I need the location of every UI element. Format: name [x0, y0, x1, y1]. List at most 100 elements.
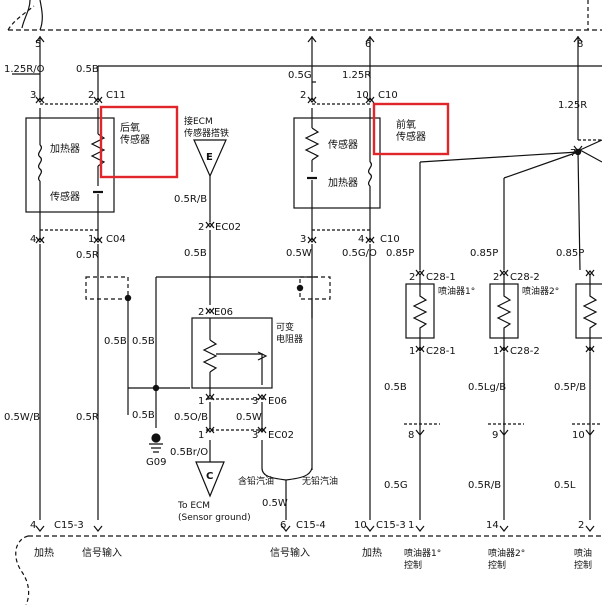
connector-c10-top: C10: [378, 90, 398, 101]
injector-1-pin-mid: 8: [408, 430, 414, 441]
connector-c10-bottom: C10: [380, 234, 400, 245]
symbol-e: E: [206, 152, 213, 163]
injector-2-pin-bottom: 1: [493, 346, 499, 357]
wire-rear-05r: 0.5R: [76, 412, 99, 423]
injector-3-box: [575, 283, 602, 339]
rear-sensor-box: [25, 117, 115, 213]
connector-ec02-top: EC02: [215, 222, 241, 233]
splice-pin-7: 7: [570, 148, 576, 159]
wire-05rb: 0.5R/B: [174, 194, 207, 205]
connector-c15-3-a: C15-3: [54, 520, 84, 531]
injector-2-pin-top: 2: [493, 272, 499, 283]
wire-05w-out: 0.5W: [262, 498, 288, 509]
injector-1-control-label: 喷油器1°控制: [404, 547, 441, 571]
injector-3-wire-mid: 0.5P/B: [554, 382, 586, 393]
e06-pin-1: 1: [198, 396, 204, 407]
connector-e06-top: E06: [214, 307, 233, 318]
front-pin-10: 10: [356, 90, 369, 101]
bottom-pin-4: 4: [30, 520, 36, 531]
front-pin-3: 3: [300, 234, 306, 245]
wire-front-05w: 0.5W: [286, 248, 312, 259]
injector-1-name: 喷油器1°: [438, 285, 475, 297]
injector-1-pin-top: 2: [409, 272, 415, 283]
bottom-label-heater-1: 加热: [34, 546, 54, 559]
wire-05w-r: 0.5W: [236, 412, 262, 423]
e06-pin-3: 3: [252, 396, 258, 407]
injector-3-wire-bottom: 0.5L: [554, 480, 576, 491]
wire-rear-05r-top: 0.5R: [76, 250, 99, 261]
front-shield-box: [299, 276, 331, 300]
bottom-label-signal-1: 信号输入: [82, 546, 122, 559]
bottom-pin-6: 6: [280, 520, 286, 531]
injector-1-connector-top: C28-1: [426, 272, 456, 283]
front-o2-title: 前氧传感器: [396, 118, 426, 143]
connector-ec02-bottom: EC02: [268, 430, 294, 441]
connector-e06-bottom: E06: [268, 396, 287, 407]
connector-c11: C11: [106, 90, 126, 101]
ec02-pin-2: 2: [198, 222, 204, 233]
wire-front-125r: 1.25R: [342, 70, 371, 81]
injector-3-pin-mid: 10: [572, 430, 585, 441]
wire-rear-signal: 0.5B: [76, 64, 99, 75]
wire-gnd-a: 0.5B: [104, 336, 127, 347]
wire-125r-right: 1.25R: [558, 100, 587, 111]
connector-c04: C04: [106, 234, 126, 245]
injector-2-connector-bottom: C28-2: [510, 346, 540, 357]
injector-1-wire-mid: 0.5B: [384, 382, 407, 393]
injector-1-wire-top: 0.85P: [386, 248, 414, 259]
wire-front-05g: 0.5G: [288, 70, 312, 81]
front-pin-2: 2: [300, 90, 306, 101]
injector-2-wire-top: 0.85P: [470, 248, 498, 259]
injector-3-control-label: 喷油控制: [574, 547, 592, 571]
connector-c15-3-b: C15-3: [376, 520, 406, 531]
variable-resistor-box: [191, 317, 273, 389]
injector-3-wire-top: 0.85P: [556, 248, 584, 259]
wire-rear-heater: 1.25R/O: [4, 64, 45, 75]
connector-c15-4: C15-4: [296, 520, 326, 531]
wire-05b-e: 0.5B: [184, 248, 207, 259]
injector-2-control-label: 喷油器2°控制: [488, 547, 525, 571]
pin-5: 5: [35, 39, 41, 50]
rear-pin-3: 3: [30, 90, 36, 101]
wire-05ob: 0.5O/B: [174, 412, 208, 423]
ec02-pin-3: 3: [252, 430, 258, 441]
rear-pin-2: 2: [88, 90, 94, 101]
front-heater-label: 加热器: [328, 176, 358, 189]
pin-8: 8: [577, 39, 583, 50]
rear-pin-1: 1: [88, 234, 94, 245]
injector-1-wire-bottom: 0.5G: [384, 480, 408, 491]
injector-1-pin-bottom: 1: [409, 346, 415, 357]
labels: 5 6 8 1.25R/O 0.5B 3 2 C11 加热器 传感器 后氧传感器…: [4, 39, 587, 559]
rear-pin-4: 4: [30, 234, 36, 245]
wire-front-05go: 0.5G/O: [342, 248, 377, 259]
bottom-pin-10: 10: [354, 520, 367, 531]
rear-sensor-highlight: [99, 105, 179, 179]
injector-2-name: 喷油器2°: [522, 285, 559, 297]
injector-1-connector-bottom: C28-1: [426, 346, 456, 357]
bottom-label-signal-2: 信号输入: [270, 546, 310, 559]
e06-pin-2: 2: [198, 307, 204, 318]
wire-05bro: 0.5Br/O: [170, 447, 208, 458]
unleaded-fuel-label: 无铅汽油: [302, 475, 338, 487]
front-pin-4: 4: [358, 234, 364, 245]
rear-shield-box: [85, 276, 129, 300]
wire-rear-05wb: 0.5W/B: [4, 412, 40, 423]
bottom-label-heater-2: 加热: [362, 546, 382, 559]
front-sensor-highlight: [372, 102, 450, 156]
front-sensor-box: [293, 117, 381, 209]
leaded-fuel-label: 含铅汽油: [238, 475, 274, 487]
injector-2-wire-mid: 0.5Lg/B: [468, 382, 506, 393]
injector-1-pin-c15: 1: [408, 520, 414, 531]
to-ecm-label: To ECM(Sensor ground): [177, 501, 251, 523]
wire-gnd-c: 0.5B: [132, 410, 155, 421]
rear-o2-title: 后氧传感器: [120, 121, 150, 146]
ec02-pin-1: 1: [198, 430, 204, 441]
injector-2-connector-top: C28-2: [510, 272, 540, 283]
ground-g09: G09: [146, 457, 166, 468]
rear-sensor-label: 传感器: [50, 190, 80, 203]
injector-2-pin-c15: 14: [486, 520, 499, 531]
